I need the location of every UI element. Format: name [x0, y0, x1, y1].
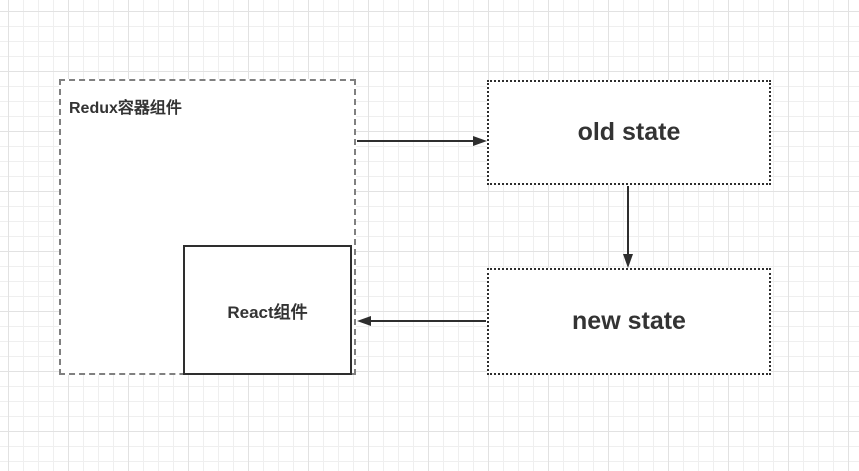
arrow-redux-to-old-state[interactable]	[357, 136, 487, 146]
node-new-state[interactable]: new state	[487, 268, 771, 375]
node-react-component-label: React组件	[227, 302, 308, 322]
node-old-state-label: old state	[577, 118, 681, 146]
arrow-new-state-to-redux[interactable]	[357, 316, 486, 326]
node-redux-container-label: Redux容器组件	[69, 100, 182, 117]
node-old-state[interactable]: old state	[487, 80, 771, 185]
node-react-component[interactable]: React组件	[183, 245, 352, 375]
node-redux-container[interactable]: Redux容器组件 React组件	[59, 79, 356, 375]
node-new-state-label: new state	[572, 307, 686, 335]
arrow-old-state-to-new-state[interactable]	[623, 186, 633, 268]
